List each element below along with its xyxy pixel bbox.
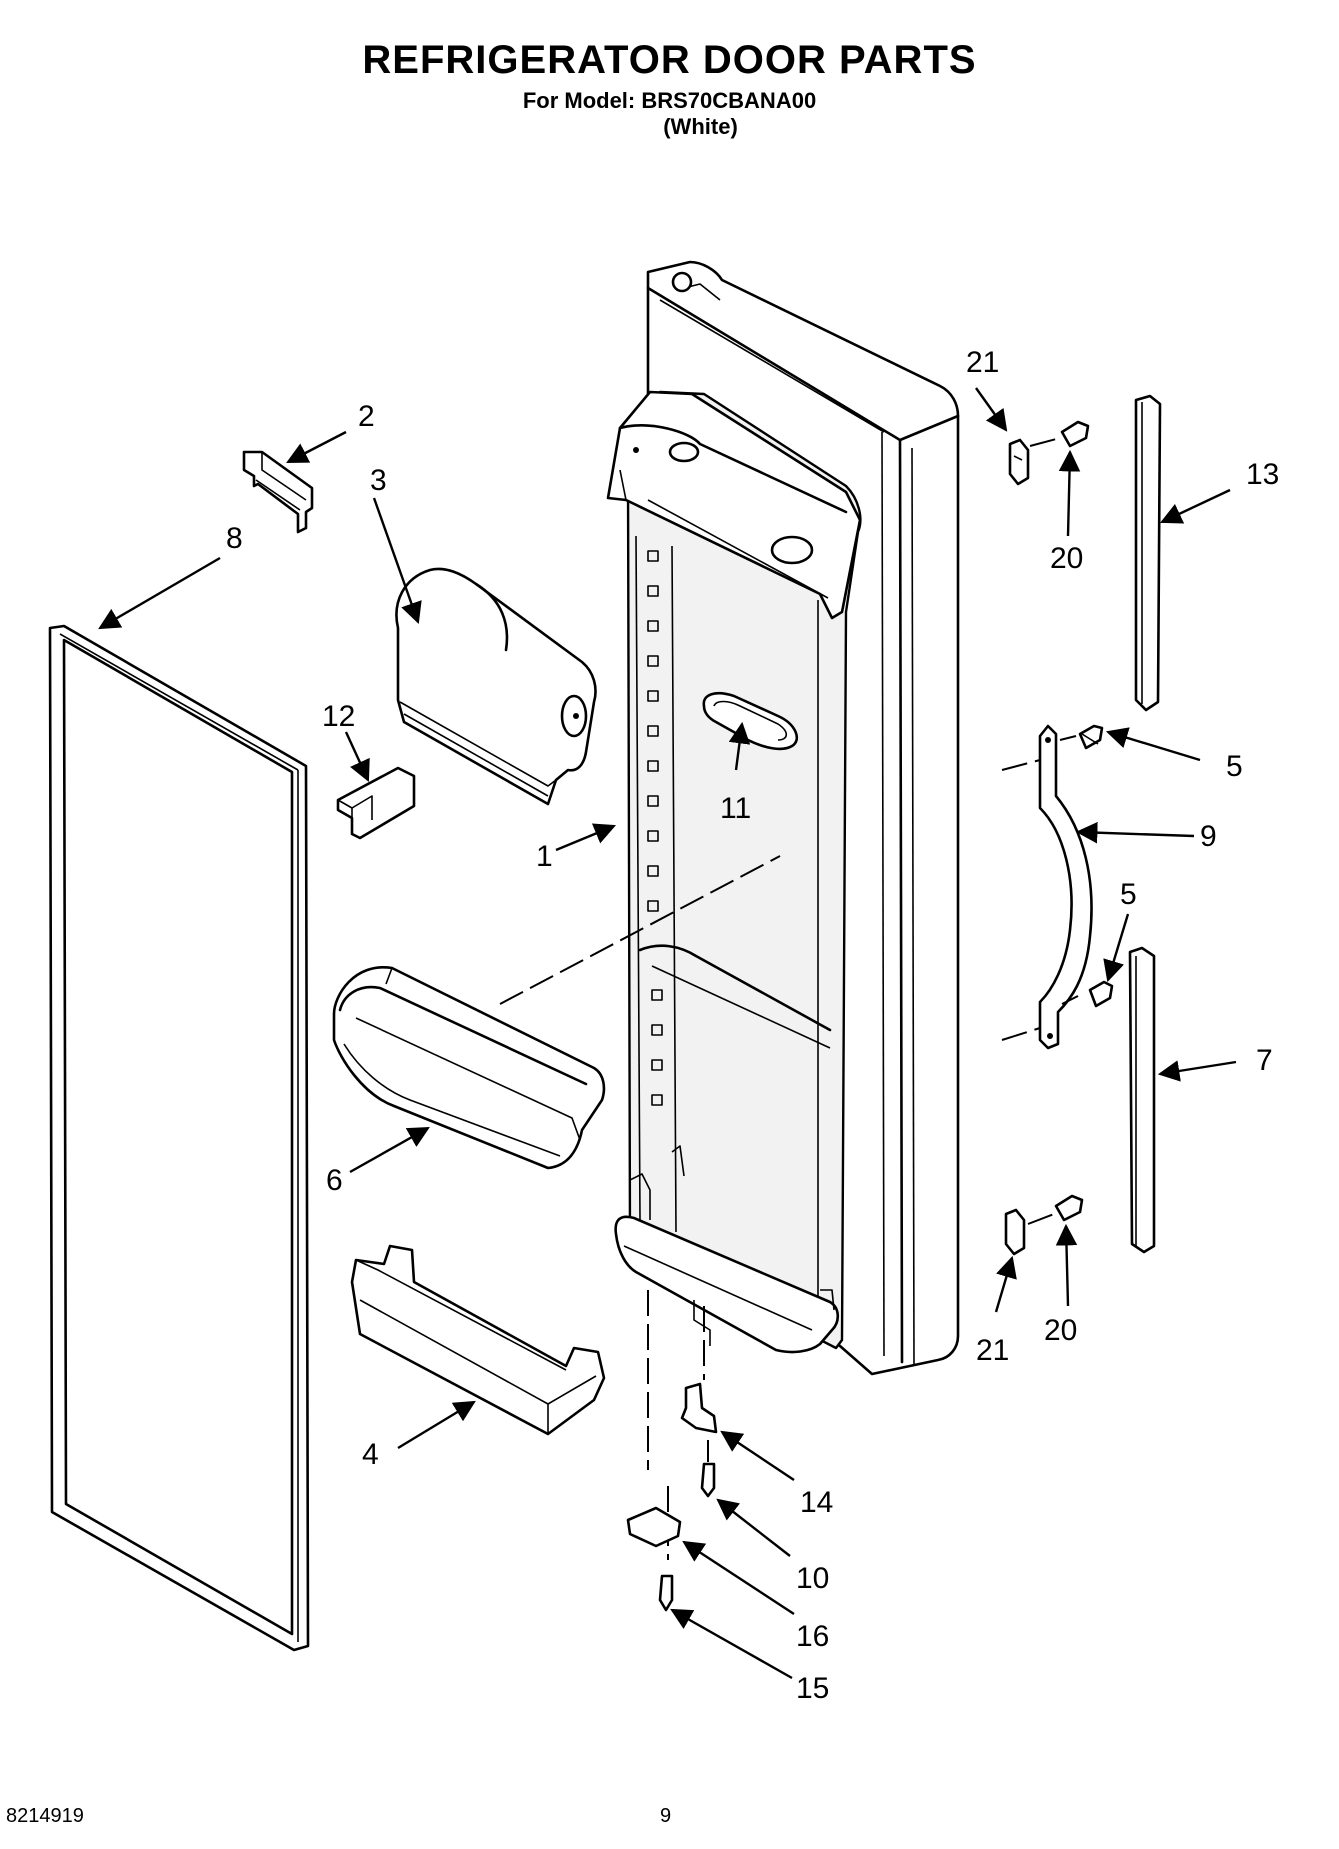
hinge-bracket-part [626,1506,682,1548]
callout-3: 3 [370,464,387,497]
bracket-21-lower-part [1004,1208,1026,1256]
callout-6: 6 [326,1164,343,1197]
handle-screw-lower-part [1088,980,1114,1008]
page-number: 9 [660,1805,672,1827]
callout-15: 15 [796,1672,829,1705]
callout-12: 12 [322,700,355,733]
trim-strip-lower-part [1128,946,1156,1254]
callout-20-lower: 20 [1044,1314,1077,1347]
callout-2: 2 [358,400,375,433]
page-title: REFRIGERATOR DOOR PARTS [362,38,977,82]
dairy-door-part [395,567,597,806]
callout-7: 7 [1256,1044,1273,1077]
shelf-rail-part [350,1244,606,1436]
leader-arrows [98,387,1237,1680]
screw-20-upper-part [1029,420,1090,448]
color-variant: (White) [663,114,738,139]
document-number: 8214919 [6,1805,84,1827]
model-line: For Model: BRS70CBANA00 [522,88,817,113]
bracket-21-upper-part [1008,438,1030,486]
door-liner-part [606,260,960,1376]
door-bin-part [332,966,606,1170]
callout-21-upper: 21 [966,346,999,379]
hinge-pin-part [680,1306,718,1434]
door-gasket-part [48,624,310,1652]
clip-part [336,766,416,840]
callout-10: 10 [796,1562,829,1595]
callout-11: 11 [720,792,751,825]
bottom-screw-part [658,1574,674,1612]
handle-screw-upper-part [1078,724,1104,750]
callout-14: 14 [800,1486,833,1519]
trim-strip-upper-part [1134,394,1162,712]
callout-labels: 1 2 3 4 5 5 6 7 8 9 10 11 12 13 14 15 16… [226,346,1279,1705]
door-handle-part [1001,724,1093,1050]
callout-21-lower: 21 [976,1334,1009,1367]
callout-13: 13 [1246,458,1279,491]
callout-5-upper: 5 [1226,750,1243,783]
callout-5-lower: 5 [1120,878,1137,911]
bracket-clip-part [242,450,314,534]
hinge-screw-part [700,1440,716,1498]
callout-20-upper: 20 [1050,542,1083,575]
callout-4: 4 [362,1438,379,1471]
callout-1: 1 [536,840,553,873]
callout-9: 9 [1200,820,1217,853]
callout-8: 8 [226,522,243,555]
vent-oval-part [702,692,799,751]
callout-16: 16 [796,1620,829,1653]
screw-20-lower-part [1027,1194,1084,1225]
